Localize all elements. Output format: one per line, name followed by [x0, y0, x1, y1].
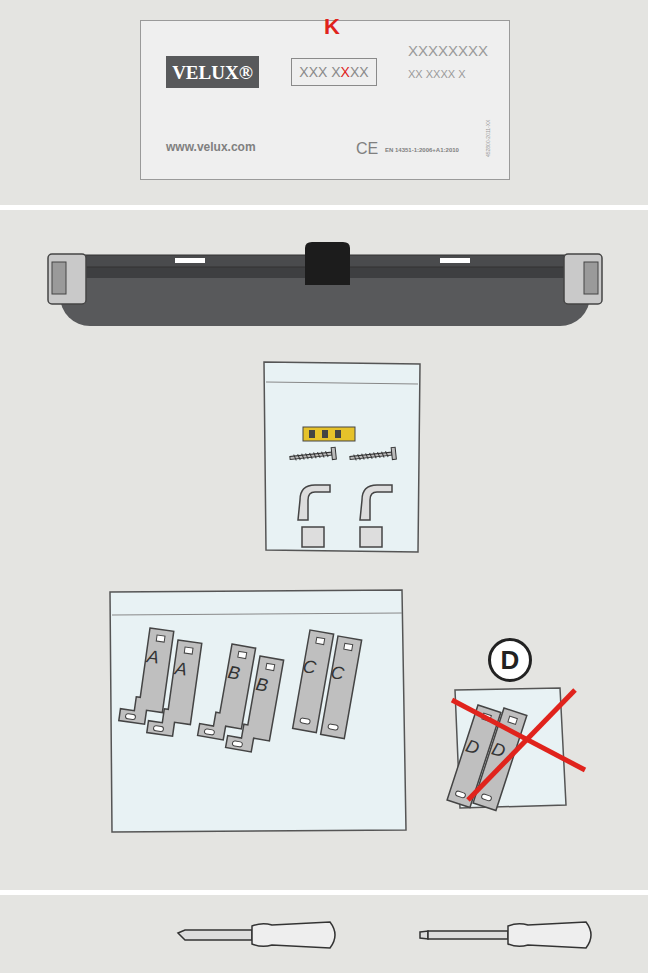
node-text: XXXXXXXX [408, 43, 488, 58]
node-text: D [501, 647, 520, 673]
node-text: EN 14351-1:2006+A1:2010 [385, 147, 459, 153]
panel [0, 0, 648, 205]
screwdriver [178, 922, 335, 948]
screw [289, 447, 336, 464]
part-letter: A [174, 659, 188, 678]
bag-seal [112, 613, 402, 615]
cross-out [468, 690, 575, 800]
panel [0, 210, 648, 890]
node-text: 452800-2011-XX [486, 120, 491, 157]
screwdriver [420, 922, 591, 948]
screw [349, 447, 396, 464]
node-text: XXX XXXX [299, 65, 368, 79]
ce-mark: CE [356, 141, 378, 157]
roller-blind [48, 242, 602, 326]
parts-bag [264, 362, 420, 552]
code-box: XXX XXXX [291, 58, 377, 86]
brand-logo: VELUX® [166, 56, 259, 88]
node-text: www.velux.com [166, 141, 256, 153]
callout-letter: K [324, 16, 340, 38]
node-text: XX XXXX X [408, 69, 465, 80]
mounting-bracket [321, 636, 362, 739]
part-letter: A [146, 647, 160, 666]
mounting-bracket [226, 653, 284, 755]
panel [0, 895, 648, 973]
parts-bag [110, 590, 406, 832]
cross-out [452, 700, 585, 770]
callout-circle: D [488, 638, 532, 682]
node-text: VELUX® [172, 63, 253, 82]
product-label: XXXXXXXX XX XXXX X www.velux.com EN 14351-1… [140, 20, 510, 180]
